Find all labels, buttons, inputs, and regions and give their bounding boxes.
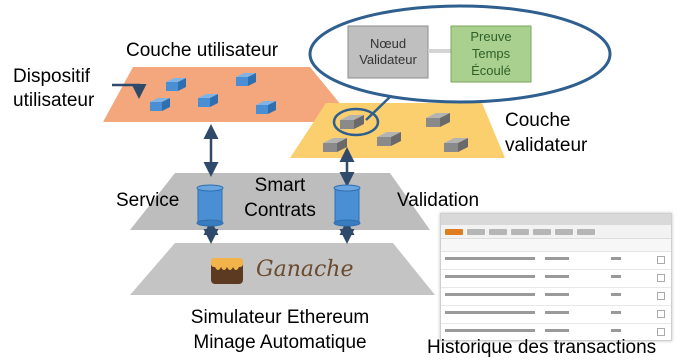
device-cube-icon (236, 73, 256, 86)
smart-contracts-label-line1: Smart (254, 175, 306, 196)
device-cube-icon (256, 101, 276, 114)
validator-cube-icon (426, 113, 450, 127)
screenshot-row (441, 306, 671, 324)
validator-node-label-line2: Validateur (359, 52, 417, 67)
user-layer-label: Couche utilisateur (126, 40, 279, 61)
validator-cube-icon (340, 115, 364, 129)
validator-node-box (347, 25, 429, 79)
device-pointer-arrow (112, 83, 147, 99)
screenshot-row (441, 270, 671, 288)
validator-cubes (323, 113, 468, 152)
validation-label: Validation (397, 190, 480, 211)
device-cube-icon (166, 78, 186, 91)
contract-scroll-icon (196, 184, 224, 227)
screenshot-row (441, 288, 671, 306)
ganache-logo-icon (211, 258, 243, 284)
zoom-highlight-circle (332, 107, 380, 137)
simulator-label-line1: Simulateur Ethereum (190, 307, 370, 328)
screenshot-row (441, 324, 671, 340)
device-cube-icon (198, 94, 218, 107)
node-proof-connector (428, 49, 452, 53)
user-device-cubes (150, 73, 276, 114)
simulator-label-line2: Minage Automatique (193, 332, 367, 353)
validator-cube-icon (323, 138, 347, 152)
history-label: Historique des transactions (427, 337, 657, 358)
smart-contracts-label-line2: Contrats (244, 200, 316, 221)
device-cube-icon (150, 98, 170, 111)
validator-node-label-line1: Nœud (369, 36, 407, 51)
proof-elapsed-time-box (450, 25, 532, 83)
screenshot-row (441, 252, 671, 270)
user-device-label-line2: utilisateur (13, 90, 95, 111)
transaction-history-screenshot (440, 213, 672, 341)
validator-layer-label-line1: Couche (505, 110, 571, 131)
simulator-layer (130, 243, 435, 295)
user-device-label-line1: Dispositif (13, 66, 91, 87)
screenshot-nav (441, 225, 671, 239)
screenshot-info-bar (441, 239, 671, 252)
screenshot-titlebar (441, 214, 671, 225)
validator-layer (290, 103, 505, 158)
proof-label-line1: Preuve (470, 29, 512, 44)
ganache-wordmark: Ganache (256, 257, 354, 282)
validator-cube-icon (377, 132, 401, 146)
proof-label-line2: Temps (471, 46, 511, 61)
validator-layer-label-line2: validateur (505, 135, 588, 156)
proof-label-line3: Écoulé (471, 63, 511, 78)
service-label: Service (116, 190, 180, 211)
validator-cube-icon (444, 138, 468, 152)
zoom-connector (365, 94, 393, 121)
user-layer (103, 67, 355, 122)
contract-scroll-icon (333, 184, 361, 227)
